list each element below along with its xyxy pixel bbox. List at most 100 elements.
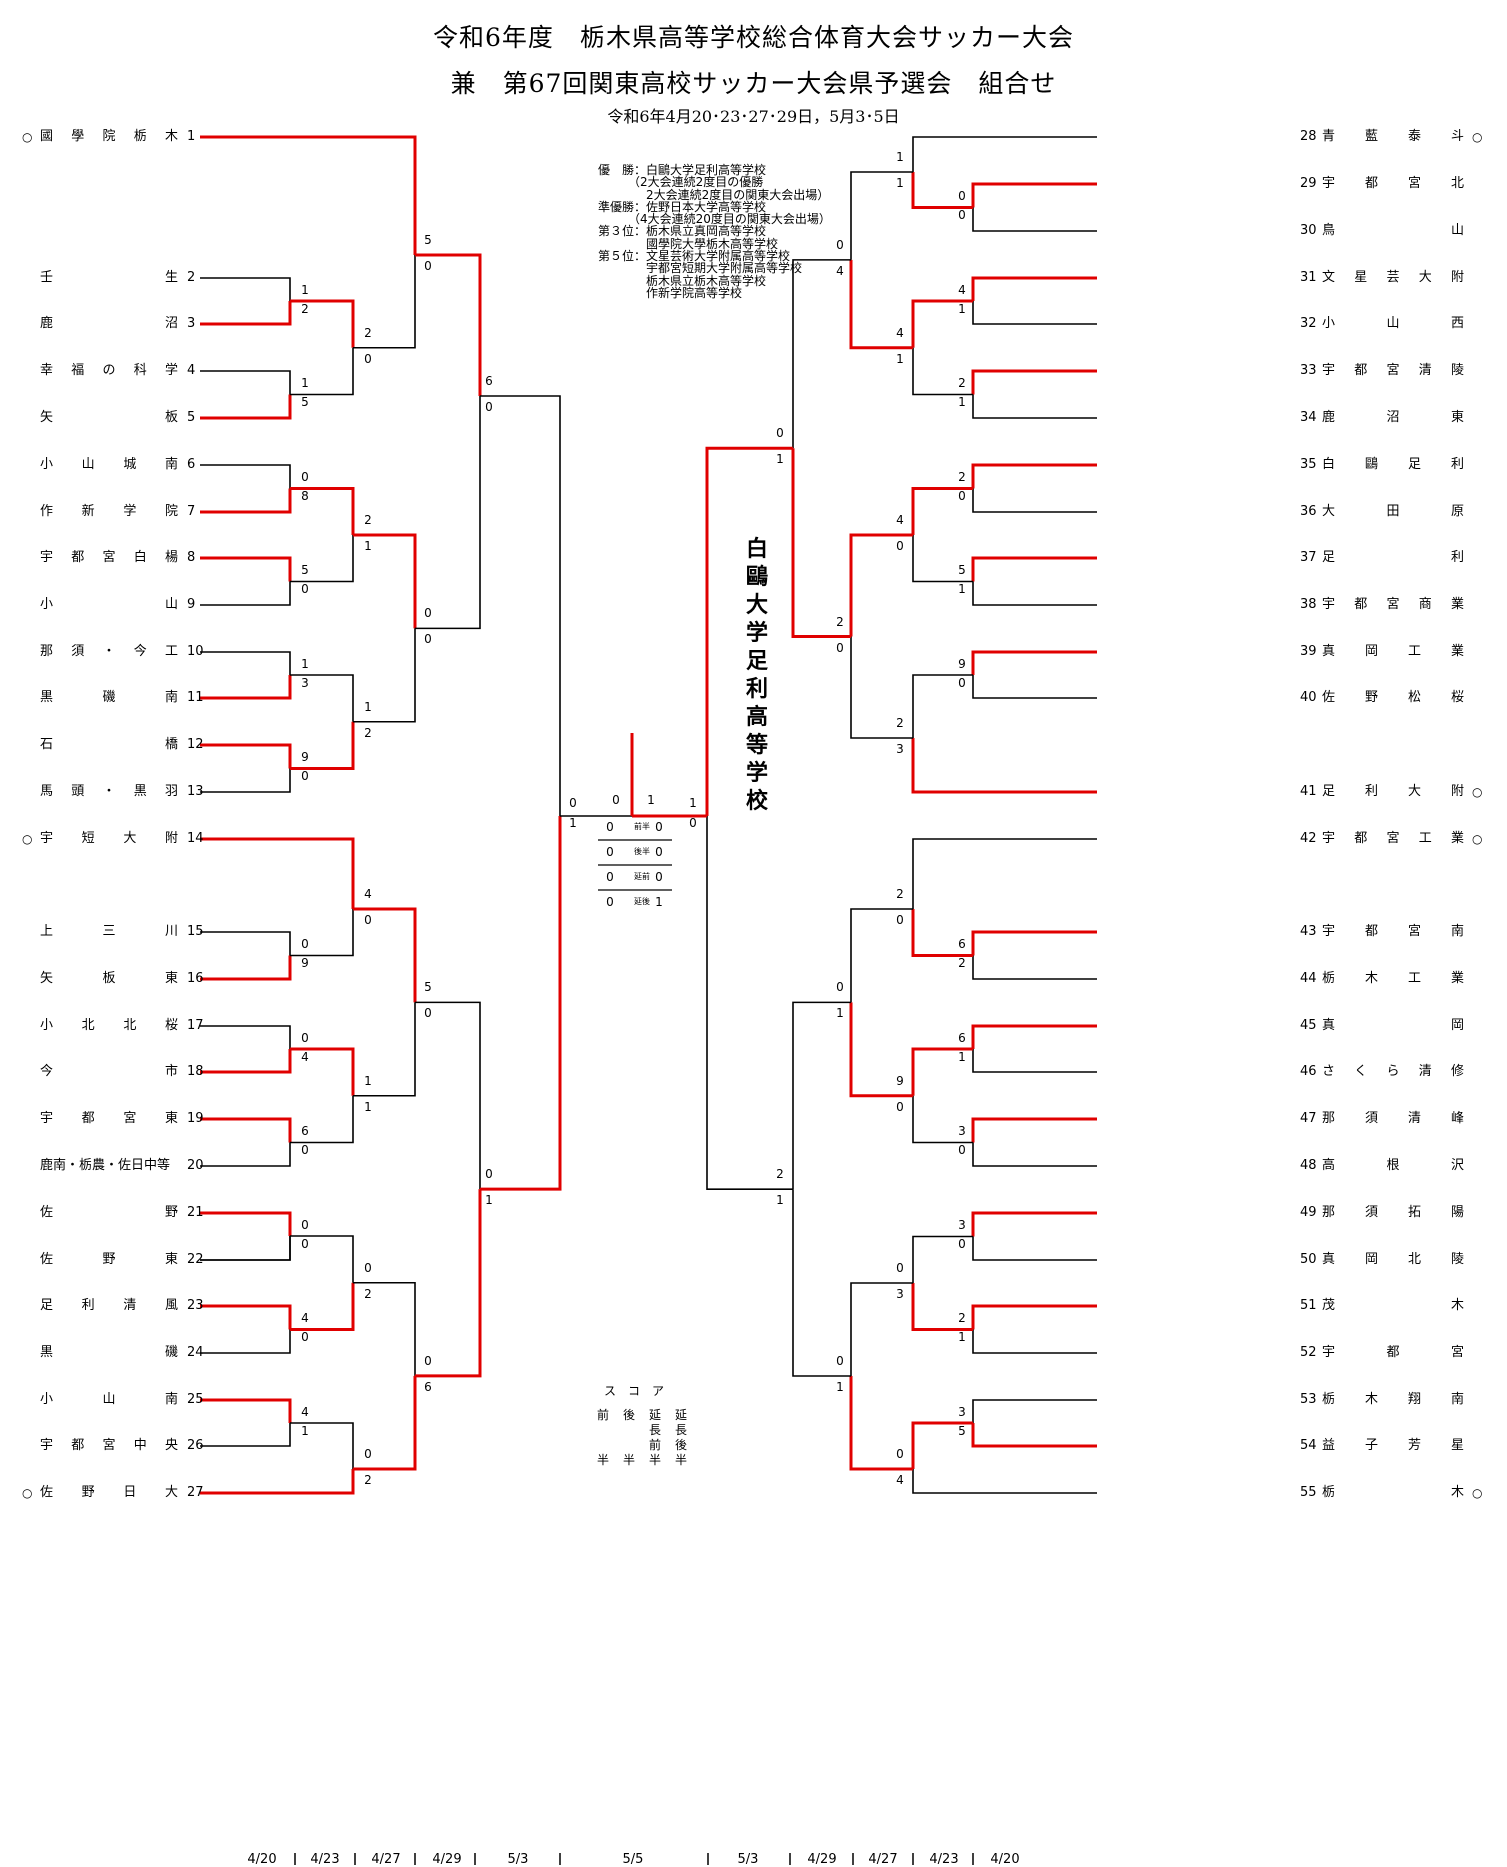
result-line: 優 勝：白鷗大学足利高等学校 — [598, 163, 767, 177]
team-name: 上三川 — [40, 924, 178, 939]
bracket-line — [912, 347, 973, 396]
team-number: 2 — [187, 270, 196, 285]
bracket-line — [353, 628, 416, 723]
match-score: 1 — [958, 1330, 966, 1344]
match-score: 9 — [958, 657, 966, 671]
team-number: 37 — [1300, 550, 1317, 565]
seed-mark: ○ — [1472, 130, 1483, 144]
team-line — [200, 768, 291, 793]
team-number: 51 — [1300, 1298, 1317, 1313]
result-line: 宇都宮短期大学附属高等学校 — [598, 261, 803, 276]
team-line — [200, 301, 292, 326]
bracket-line — [792, 1001, 851, 1190]
team-number: 5 — [187, 410, 196, 425]
match-score: 9 — [301, 750, 309, 764]
bracket-line — [290, 674, 354, 722]
team-line — [972, 207, 1097, 232]
team-line — [972, 1236, 1097, 1261]
bracket-line — [792, 259, 851, 449]
final-period-score: 0 — [606, 845, 614, 859]
match-score: 4 — [896, 513, 904, 527]
team-number: 21 — [187, 1205, 204, 1220]
team-line — [972, 301, 1097, 325]
final-period-label: 延後 — [634, 897, 650, 906]
team-number: 11 — [187, 690, 204, 705]
match-score: 2 — [364, 1286, 372, 1301]
final-period-score: 1 — [655, 895, 663, 909]
team-line — [972, 955, 1097, 980]
match-score: 0 — [301, 1237, 309, 1251]
match-score: 1 — [569, 816, 577, 830]
final-period-score: 0 — [655, 845, 663, 859]
team-line — [912, 838, 1097, 909]
match-score: 0 — [301, 470, 309, 484]
match-score: 4 — [836, 263, 844, 278]
bracket-line — [850, 171, 913, 260]
team-name: 小山西 — [1322, 316, 1464, 331]
team-line — [200, 135, 417, 255]
team-number: 30 — [1300, 223, 1317, 238]
bracket-line — [353, 907, 417, 1003]
bracket-line — [290, 909, 354, 957]
team-line — [972, 1399, 1097, 1423]
match-score: 6 — [958, 1031, 966, 1045]
bracket-line — [911, 487, 973, 535]
match-score: 1 — [958, 1050, 966, 1064]
match-score: 1 — [301, 657, 309, 671]
team-line — [971, 369, 1097, 395]
team-name: 益子芳星 — [1322, 1438, 1464, 1453]
match-score: 4 — [896, 325, 904, 340]
bracket-line — [290, 299, 355, 348]
team-line — [911, 738, 1097, 794]
bracket-line — [912, 1095, 973, 1144]
match-score: 3 — [958, 1405, 966, 1419]
team-line — [972, 1329, 1097, 1354]
match-score: 4 — [301, 1311, 309, 1325]
match-score: 0 — [485, 400, 493, 414]
team-name: 足利清風 — [40, 1298, 178, 1313]
team-name: 佐野 — [40, 1205, 178, 1220]
match-score: 6 — [424, 1379, 432, 1394]
match-score: 2 — [364, 513, 372, 527]
team-line — [200, 675, 292, 700]
match-score: 1 — [776, 1193, 784, 1208]
match-score: 1 — [364, 539, 372, 553]
bracket-line — [290, 721, 355, 770]
bracket-line — [480, 395, 561, 816]
team-number: 29 — [1300, 176, 1317, 191]
match-score: 0 — [836, 980, 844, 995]
round-date: 5/5 — [622, 1852, 644, 1867]
bracket-line — [290, 1235, 354, 1283]
team-number: 22 — [187, 1252, 204, 1267]
team-line — [200, 1117, 292, 1143]
bracket-line — [911, 1421, 973, 1469]
match-score: 0 — [958, 1237, 966, 1251]
team-number: 3 — [187, 316, 196, 331]
seed-mark: ○ — [1472, 832, 1483, 846]
match-score: 0 — [364, 1447, 372, 1461]
team-number: 12 — [187, 737, 204, 752]
team-number: 19 — [187, 1111, 204, 1126]
match-score: 1 — [776, 452, 784, 467]
team-line — [971, 930, 1097, 956]
team-name: 高根沢 — [1322, 1158, 1464, 1173]
team-line — [200, 1236, 291, 1261]
team-number: 48 — [1300, 1158, 1317, 1173]
round-date: 4/29 — [432, 1852, 462, 1867]
match-score: 1 — [896, 150, 904, 164]
team-name: 佐野東 — [40, 1252, 178, 1267]
title-line-2: 兼 第67回関東高校サッカー大会県予選会 組合せ — [450, 69, 1057, 98]
match-score: 4 — [364, 887, 372, 901]
bracket-line — [415, 1189, 482, 1378]
team-name: 矢板東 — [40, 971, 178, 986]
